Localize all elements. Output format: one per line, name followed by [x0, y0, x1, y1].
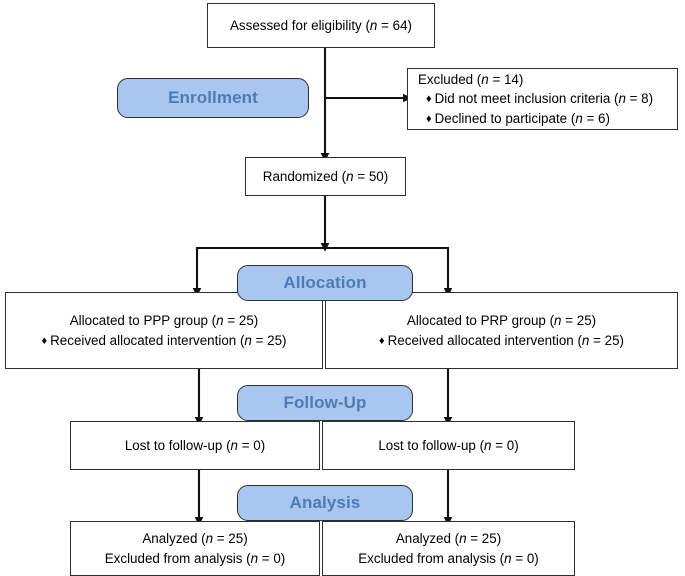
box-randomized: Randomized (n = 50): [245, 157, 406, 196]
box-analysis-left: Analyzed (n = 25) Excluded from analysis…: [70, 521, 320, 576]
stage-allocation: Allocation: [237, 265, 413, 301]
box-allocation-right: Allocated to PRP group (n = 25) ♦Receive…: [325, 292, 678, 369]
italic-n: n: [244, 332, 252, 348]
stage-followup: Follow-Up: [237, 385, 413, 421]
stage-allocation-label: Allocation: [283, 273, 367, 292]
allocation-right-line2: ♦Received allocated intervention (n = 25…: [379, 332, 624, 348]
stage-analysis-label: Analysis: [289, 493, 361, 512]
stage-enrollment: Enrollment: [117, 78, 309, 118]
excluded-item: ♦Did not meet inclusion criteria (n = 8): [426, 91, 654, 107]
italic-n: n: [504, 550, 512, 566]
followup-right-text: Lost to follow-up (n = 0): [378, 437, 519, 453]
allocation-right-line1: Allocated to PRP group (n = 25): [406, 313, 597, 329]
allocation-left-line2: ♦Received allocated intervention (n = 25…: [41, 332, 287, 348]
analysis-left-line1: Analyzed (n = 25): [142, 531, 248, 547]
diamond-bullet-icon: ♦: [41, 334, 48, 347]
italic-n: n: [205, 531, 214, 547]
stage-analysis: Analysis: [237, 485, 413, 521]
italic-n: n: [216, 313, 224, 329]
box-followup-left: Lost to follow-up (n = 0): [70, 421, 320, 470]
box-analysis-right: Analyzed (n = 25) Excluded from analysis…: [322, 521, 575, 576]
box-assessed-for-eligibility: Assessed for eligibility (n = 64): [207, 3, 435, 48]
stage-enrollment-label: Enrollment: [168, 88, 258, 107]
diamond-bullet-icon: ♦: [426, 112, 432, 125]
italic-n: n: [230, 437, 238, 453]
analysis-right-line1: Analyzed (n = 25): [395, 531, 502, 547]
italic-n: n: [481, 71, 489, 87]
italic-n: n: [250, 550, 259, 566]
excluded-item: ♦Declined to participate (n = 6): [426, 110, 610, 126]
allocation-left-line1: Allocated to PPP group (n = 25): [69, 313, 259, 329]
analysis-right-line2: Excluded from analysis (n = 0): [358, 550, 539, 566]
italic-n: n: [554, 313, 562, 329]
followup-left-text: Lost to follow-up (n = 0): [124, 437, 266, 453]
italic-n: n: [575, 110, 583, 126]
box-excluded: Excluded (n = 14) ♦Did not meet inclusio…: [407, 68, 678, 130]
box-allocation-left: Allocated to PPP group (n = 25) ♦Receive…: [5, 292, 323, 369]
italic-n: n: [459, 531, 467, 547]
diamond-bullet-icon: ♦: [379, 334, 385, 347]
excluded-title: Excluded (n = 14): [418, 71, 524, 87]
italic-n: n: [618, 91, 626, 107]
randomized-text: Randomized (n = 50): [262, 168, 389, 184]
analysis-left-line2: Excluded from analysis (n = 0): [104, 550, 286, 566]
stage-followup-label: Follow-Up: [283, 393, 367, 412]
italic-n: n: [346, 168, 354, 184]
italic-n: n: [369, 17, 378, 33]
italic-n: n: [484, 437, 492, 453]
assessed-text: Assessed for eligibility (n = 64): [230, 17, 412, 33]
italic-n: n: [581, 332, 590, 348]
box-followup-right: Lost to follow-up (n = 0): [322, 421, 575, 470]
diamond-bullet-icon: ♦: [426, 93, 432, 106]
